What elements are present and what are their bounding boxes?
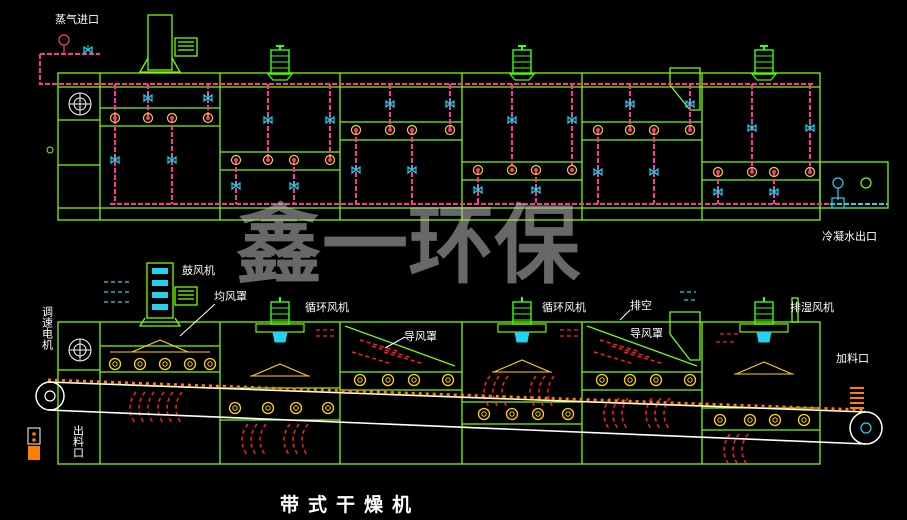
exhaust-label: 排空 — [630, 298, 652, 312]
hot-air-flow — [129, 329, 749, 467]
top-motor — [46, 92, 92, 154]
moisture-exhaust-fan — [739, 296, 789, 343]
conveyor-belt — [35, 378, 883, 445]
top-fan-3 — [751, 45, 777, 81]
feed-inlet-icon — [850, 387, 864, 409]
outlet-chute — [27, 427, 41, 460]
feed-inlet-label: 加料口 — [836, 351, 869, 365]
circulation-fan-1-label: 循环风机 — [305, 300, 349, 314]
diagram-title: 带式干燥机 — [280, 493, 420, 516]
top-frame — [57, 67, 889, 221]
air-guide-hood-1-label: 导风罩 — [404, 330, 437, 343]
callout-lines — [179, 303, 631, 349]
air-guide-hood-2-label: 导风罩 — [630, 327, 663, 340]
steam-trap-icon — [831, 177, 872, 209]
conveyor-rollers — [108, 357, 811, 427]
blower-label: 鼓风机 — [182, 263, 215, 277]
steam-piping — [39, 53, 888, 205]
steam-inlet-label: 蒸气进口 — [55, 12, 99, 26]
top-fan-1 — [267, 45, 293, 81]
bottom-frame — [57, 297, 821, 465]
moisture-exhaust-fan-label: 排湿风机 — [790, 300, 834, 314]
speed-motor-icon — [68, 338, 92, 362]
air-trays — [110, 339, 795, 377]
top-fan-2 — [509, 45, 535, 81]
circulation-fan-2 — [497, 296, 547, 343]
pressure-gauge-icon — [58, 34, 70, 54]
blue-dash-marks — [104, 281, 696, 303]
speed-motor-label: 调速电机 — [41, 306, 54, 350]
circulation-fan-1 — [255, 296, 305, 343]
bottom-view: 鼓风机 均风罩 循环风机 循环风机 排空 排湿风机 导风罩 导风罩 加料口 调速… — [27, 262, 883, 467]
exhaust-stack — [138, 14, 198, 73]
outlet-label: 出料口 — [72, 424, 85, 458]
watermark-text: 鑫一环保 — [236, 196, 581, 296]
circulation-fan-2-label: 循环风机 — [542, 300, 586, 314]
air-distribution-hood-label: 均风罩 — [214, 290, 247, 303]
condensate-outlet-label: 冷凝水出口 — [822, 229, 877, 243]
top-view: 蒸气进口 冷凝水出口 — [39, 12, 889, 243]
